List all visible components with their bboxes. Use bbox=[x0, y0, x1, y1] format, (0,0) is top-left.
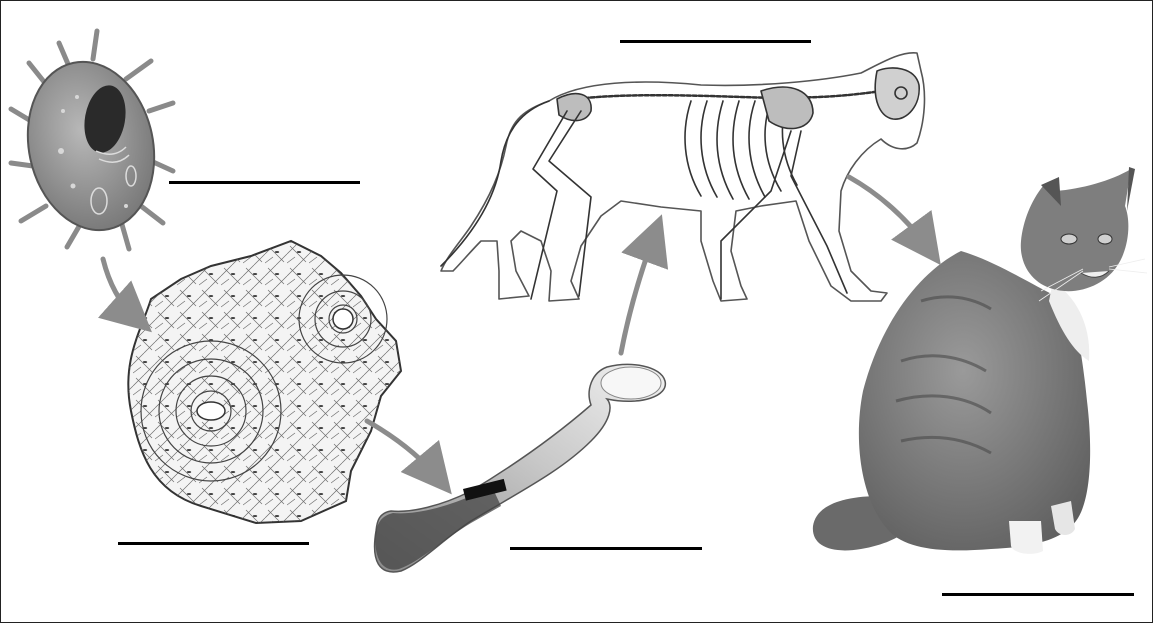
arrow-bone-to-skeleton bbox=[621, 233, 655, 353]
blank-tissue[interactable] bbox=[118, 542, 309, 545]
arrow-tissue-to-bone bbox=[367, 421, 439, 479]
bone-tissue-icon bbox=[128, 241, 401, 523]
cat-icon bbox=[813, 167, 1147, 554]
bone-icon bbox=[375, 365, 666, 572]
arrow-cell-to-tissue bbox=[103, 259, 137, 319]
cell-icon bbox=[11, 31, 173, 249]
blank-organism[interactable] bbox=[942, 593, 1134, 596]
arrow-skeleton-to-cat bbox=[849, 177, 929, 249]
blank-cell[interactable] bbox=[169, 181, 360, 184]
blank-organ[interactable] bbox=[510, 547, 702, 550]
blank-system[interactable] bbox=[620, 40, 811, 43]
